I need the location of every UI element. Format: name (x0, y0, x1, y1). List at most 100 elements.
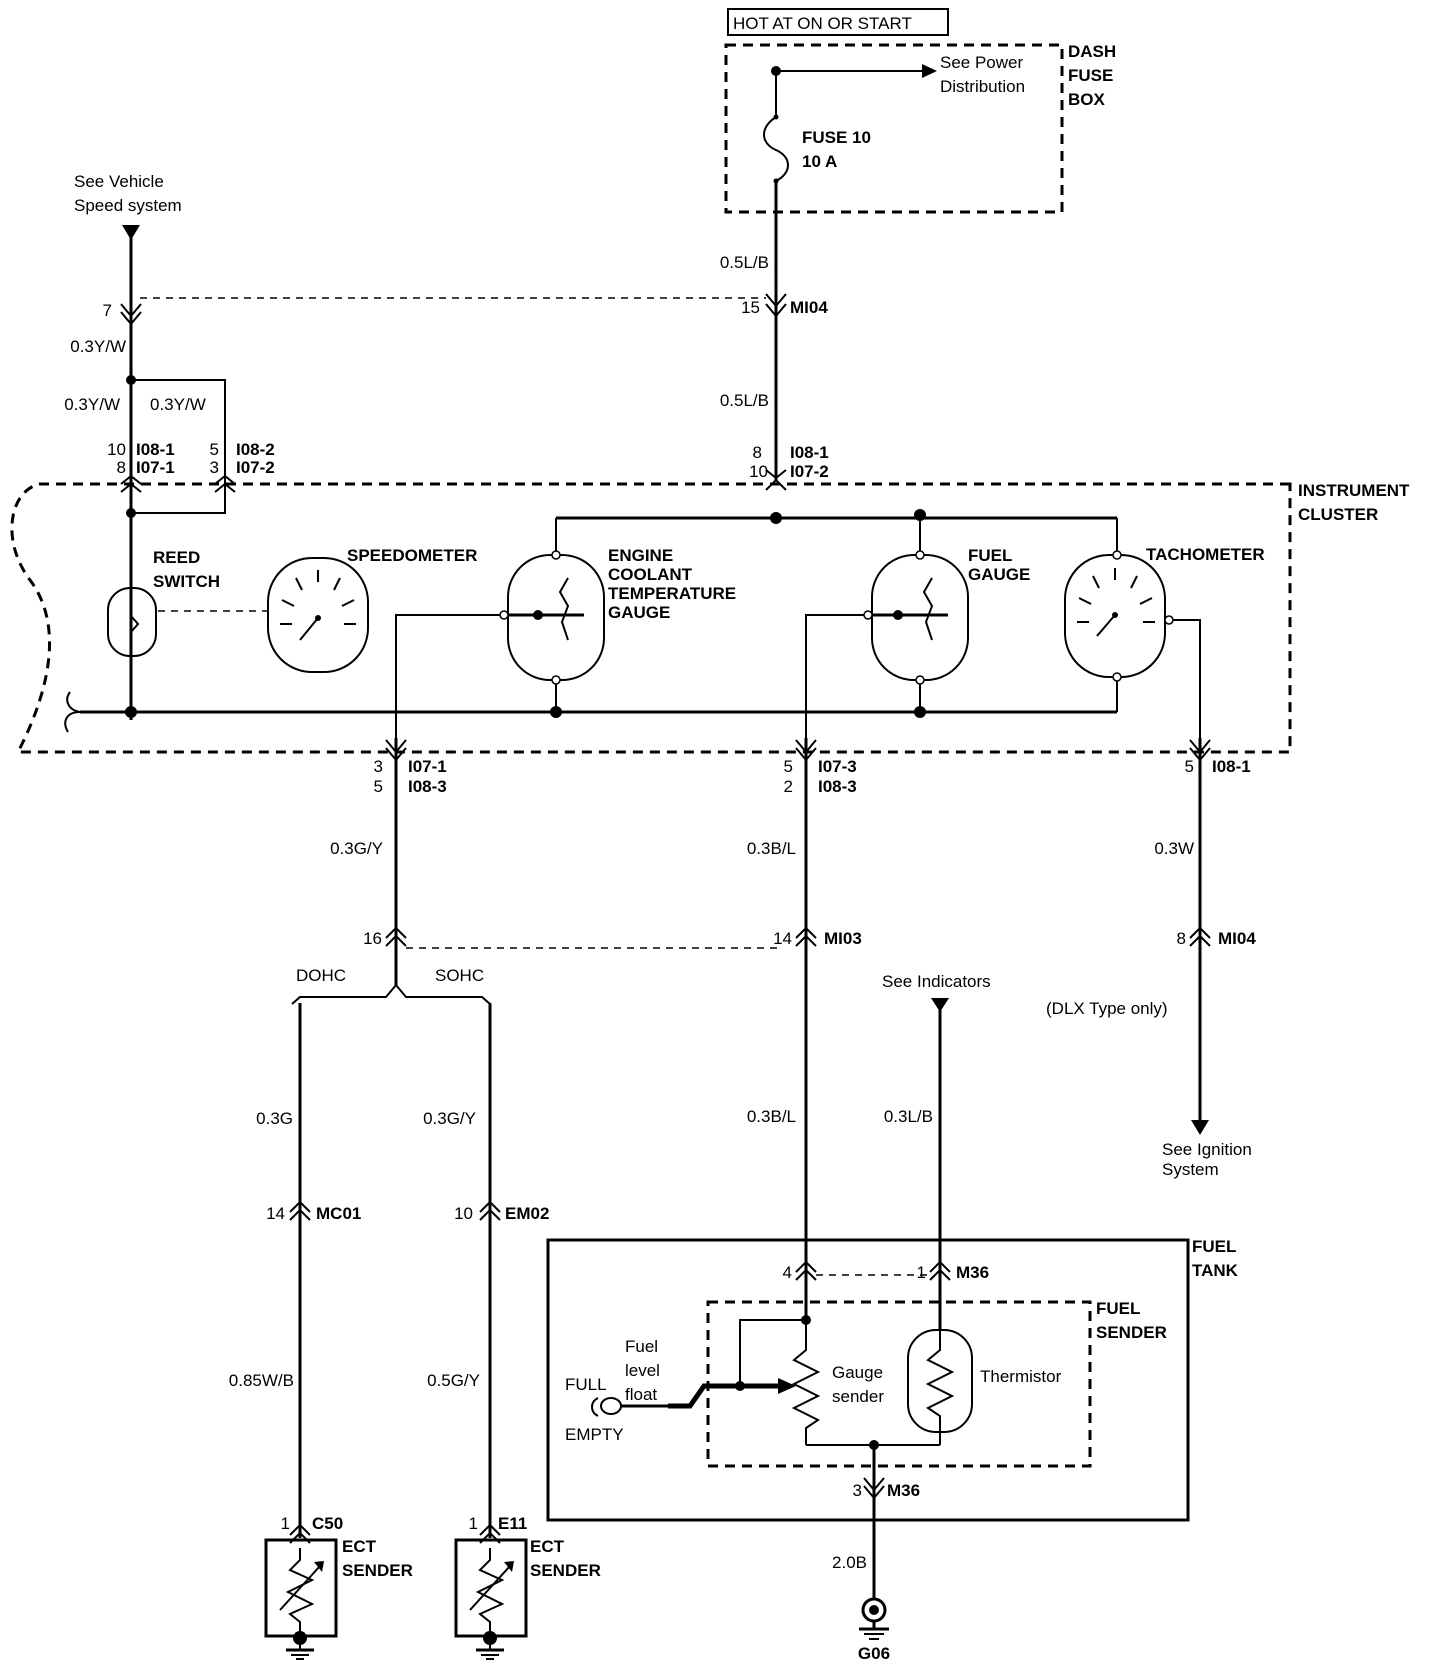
connector-em02: 10 EM02 (454, 1200, 549, 1223)
connector-name: I08-3 (408, 777, 447, 796)
connector-name: MI04 (790, 298, 828, 317)
ground-bus-end (64, 711, 81, 733)
speedometer-label: SPEEDOMETER (347, 546, 477, 565)
pin-number: 5 (784, 757, 793, 776)
engine-variant-branch: DOHC SOHC (291, 966, 491, 1005)
see-ignition-1: See Ignition (1162, 1140, 1252, 1159)
ect-sender-dohc: 1 C50 ECT SENDER (264, 1514, 413, 1660)
ect-gauge-label-4: GAUGE (608, 603, 670, 622)
connector-name: I07-1 (136, 458, 175, 477)
connector-name: MI03 (824, 929, 862, 948)
ect-gauge-label-3: TEMPERATURE (608, 584, 736, 603)
connector-i07-1-bottom: 3 I07-1 5 I08-3 (374, 739, 447, 796)
fuel-tank: FUEL TANK 4 1 M36 FUEL SENDER FULL EMPTY… (546, 1237, 1239, 1630)
connector-pin-7 (120, 303, 142, 318)
fuse-box-label-1: DASH (1068, 42, 1116, 61)
gauge-sender-resistor-icon (791, 1320, 821, 1445)
connector-mi04-bottom: 8 MI04 (1177, 926, 1256, 948)
reed-switch-label-1: REED (153, 548, 200, 567)
wire-label: 0.3G/Y (330, 839, 383, 858)
connector-i08-1-bottom: 5 I08-1 (1185, 739, 1251, 776)
ect-sender-label-1: ECT (530, 1537, 565, 1556)
instrument-cluster: INSTRUMENT CLUSTER REED SWITCH (10, 481, 1410, 754)
pin-number: 8 (753, 443, 762, 462)
pin-number: 4 (783, 1263, 792, 1282)
wire-label: 0.3B/L (747, 1107, 796, 1126)
tachometer-label: TACHOMETER (1146, 545, 1265, 564)
connector-name: I07-1 (408, 757, 447, 776)
connector-i08-2-left (214, 482, 236, 493)
reed-switch-icon (107, 587, 157, 657)
full-label: FULL (565, 1375, 607, 1394)
see-power-1: See Power (940, 53, 1023, 72)
connector-name: MI04 (1218, 929, 1256, 948)
connector-name: I07-2 (236, 458, 275, 477)
temperature-gauge-icon (499, 550, 605, 685)
empty-label: EMPTY (565, 1425, 624, 1444)
hot-label: HOT AT ON OR START (733, 14, 912, 33)
connector-name: M36 (887, 1481, 920, 1500)
connector-name: I07-2 (790, 462, 829, 481)
pin-number: 1 (469, 1514, 478, 1533)
wire-label: 0.5L/B (720, 253, 769, 272)
hot-label-box (727, 8, 949, 36)
fuel-sender-label-1: FUEL (1096, 1299, 1140, 1318)
ect-sender-label-2: SENDER (530, 1561, 601, 1580)
connector-i08-1-left (120, 474, 142, 485)
wire-label: 0.3Y/W (64, 395, 120, 414)
wiper-wire (739, 1319, 806, 1386)
connector-mc01: 14 MC01 (266, 1200, 361, 1223)
connector-name: I07-3 (818, 757, 857, 776)
dash-fuse-box (724, 43, 1064, 214)
tachometer-icon (1064, 550, 1174, 682)
ect-gauge-label-1: ENGINE (608, 546, 673, 565)
pin-number: 1 (917, 1263, 926, 1282)
fuel-signal-wire (805, 614, 864, 738)
connector-name: I08-2 (236, 440, 275, 459)
wire-label: 0.3G (256, 1109, 293, 1128)
wire-label: 0.5L/B (720, 391, 769, 410)
connector-name: MC01 (316, 1204, 361, 1223)
connector-i08-2-left (214, 474, 236, 485)
splice-dot (126, 508, 136, 518)
float-travel-icon (591, 1397, 599, 1417)
float-icon (600, 1397, 622, 1415)
pin-number: 8 (117, 458, 126, 477)
connector-m36-b (929, 1268, 951, 1281)
pin-number: 1 (281, 1514, 290, 1533)
arrow-down-icon (931, 998, 949, 1012)
fuel-gauge-label-2: GAUGE (968, 565, 1030, 584)
thermistor-label: Thermistor (980, 1367, 1062, 1386)
pin-number: 10 (749, 462, 768, 481)
fuse-label-2: 10 A (802, 152, 837, 171)
connector-name: E11 (498, 1514, 527, 1533)
wire-label: 0.3Y/W (70, 337, 126, 356)
ground-bus-end (66, 691, 81, 713)
see-vehicle-1: See Vehicle (74, 172, 164, 191)
connector-i07-3-bottom: 5 I07-3 2 I08-3 (784, 739, 857, 796)
arrow-right-icon (922, 64, 937, 78)
splice-dot (125, 706, 137, 718)
wire-label: 0.5G/Y (427, 1371, 480, 1390)
see-vehicle-2: Speed system (74, 196, 182, 215)
fuel-sender-label-2: SENDER (1096, 1323, 1167, 1342)
pin-number: 16 (363, 929, 382, 948)
float-label-2: level (625, 1361, 660, 1380)
connector-name: I08-3 (818, 777, 857, 796)
pin-number: 15 (741, 298, 760, 317)
pin-number: 3 (210, 458, 219, 477)
connector-m36-c (863, 1485, 885, 1500)
power-source: HOT AT ON OR START DASH FUSE BOX See Pow… (724, 8, 1116, 214)
connector-mi03-b: 14 MI03 (773, 926, 862, 948)
cluster-boundary (10, 482, 1292, 754)
ect-sender-sohc: 1 E11 ECT SENDER (454, 1514, 601, 1660)
connector-i08-1-top: 8 I08-1 10 I07-2 (749, 443, 829, 491)
ect-gauge-label-2: COOLANT (608, 565, 693, 584)
pin-number: 5 (210, 440, 219, 459)
pin-number: 14 (266, 1204, 285, 1223)
pin-number: 5 (374, 777, 383, 796)
ground-g06: G06 (858, 1597, 890, 1660)
see-indicators-label: See Indicators (882, 972, 991, 991)
wire-label: 0.85W/B (229, 1371, 294, 1390)
